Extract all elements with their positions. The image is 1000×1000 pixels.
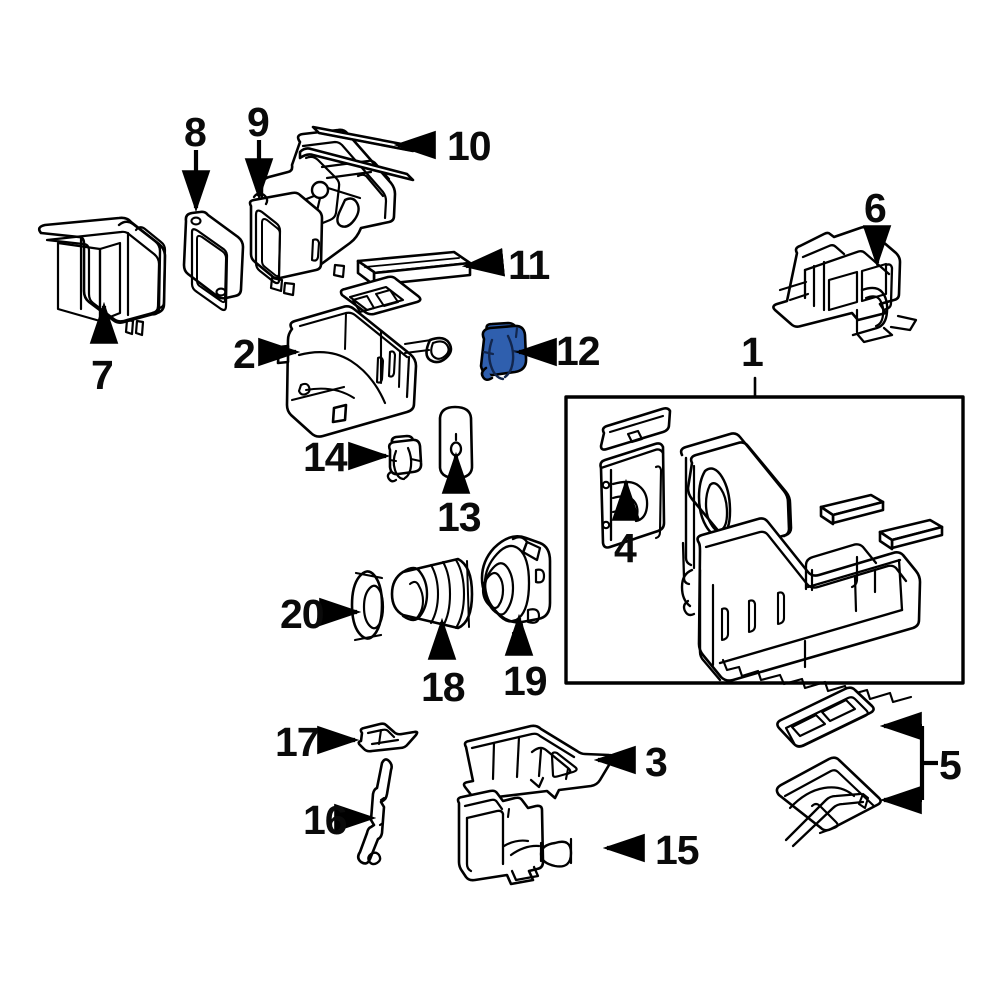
callout-label-8[interactable]: 8 [184, 109, 207, 155]
callout-label-9[interactable]: 9 [247, 99, 270, 145]
part-blower-housing-case [276, 275, 453, 438]
callout-label-3[interactable]: 3 [645, 739, 668, 785]
callout-label-1[interactable]: 1 [741, 329, 764, 375]
callout-label-13[interactable]: 13 [437, 494, 482, 540]
callout-label-19[interactable]: 19 [503, 658, 548, 704]
callout-brackets [919, 726, 938, 800]
part-housing-seal-gasket [182, 210, 245, 312]
callout-label-2[interactable]: 2 [233, 331, 256, 377]
callout-label-7[interactable]: 7 [91, 352, 114, 398]
assembly-group-box [564, 395, 965, 685]
part-blower-wheel-fan [390, 557, 474, 630]
callout-label-10[interactable]: 10 [447, 123, 492, 169]
part-blower-motor-resistor [479, 321, 528, 381]
callout-label-5[interactable]: 5 [939, 742, 962, 788]
part-evaporator-housing-assembly [679, 432, 922, 704]
callout-label-20[interactable]: 20 [280, 591, 325, 637]
part-duct-retainer-clip [357, 722, 419, 753]
callout-label-17[interactable]: 17 [275, 719, 320, 765]
callout-label-6[interactable]: 6 [864, 185, 887, 231]
part-defroster-nozzle-duct [772, 225, 918, 344]
leader-11 [461, 248, 506, 277]
part-blower-wheel-retainer-ring [350, 570, 385, 642]
callout-label-18[interactable]: 18 [421, 664, 466, 710]
callout-label-15[interactable]: 15 [655, 827, 700, 873]
callout-label-11[interactable]: 11 [508, 242, 550, 288]
callout-label-4[interactable]: 4 [614, 525, 637, 571]
callout-label-12[interactable]: 12 [556, 328, 601, 374]
part-floor-duct-pair [775, 686, 882, 848]
callout-label-16[interactable]: 16 [303, 797, 348, 843]
callout-leaders [89, 130, 922, 863]
part-upper-duct-adapter [462, 724, 615, 801]
part-housing-door-plates [819, 493, 944, 551]
part-blower-motor [480, 535, 552, 635]
part-recirculation-door-actuator [386, 434, 423, 483]
part-control-link-rod [356, 758, 393, 866]
part-inlet-duct-seal-strip [298, 125, 415, 182]
part-side-window-demister-duct [37, 216, 167, 337]
callout-label-14[interactable]: 14 [303, 434, 348, 480]
part-lower-floor-duct [456, 789, 573, 886]
